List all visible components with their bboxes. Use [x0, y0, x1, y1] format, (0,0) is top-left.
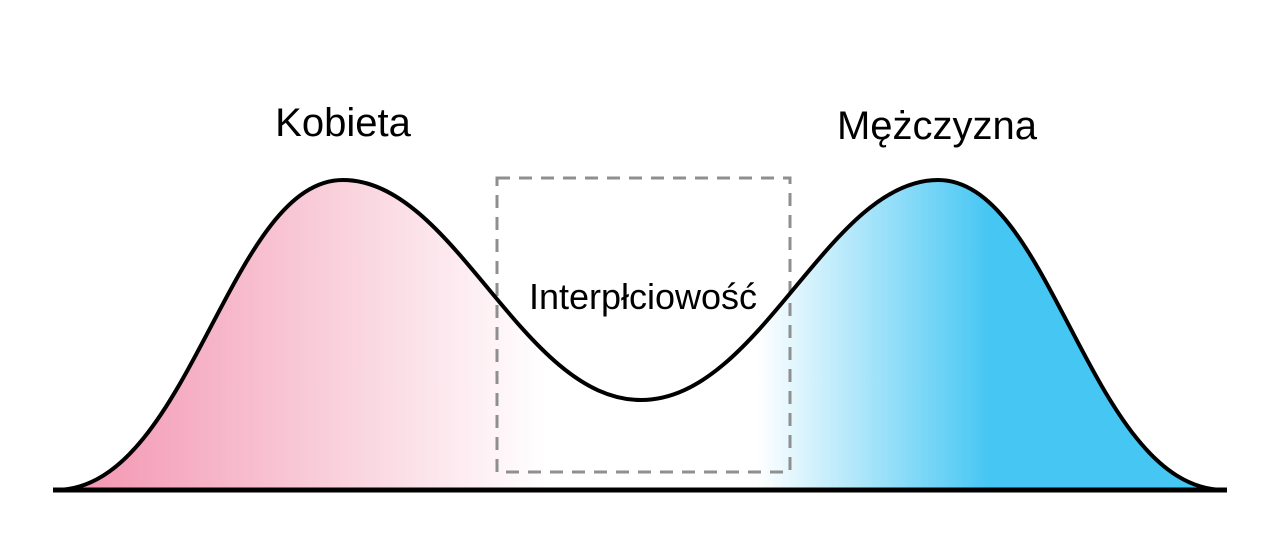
intersex-region-box [495, 176, 792, 474]
intersex-label: Interpłciowość [529, 276, 757, 317]
distribution-fill [55, 180, 1225, 490]
female-label: Kobieta [275, 101, 411, 145]
distribution-curve [53, 177, 1227, 492]
male-label: Mężczyzna [837, 104, 1038, 148]
